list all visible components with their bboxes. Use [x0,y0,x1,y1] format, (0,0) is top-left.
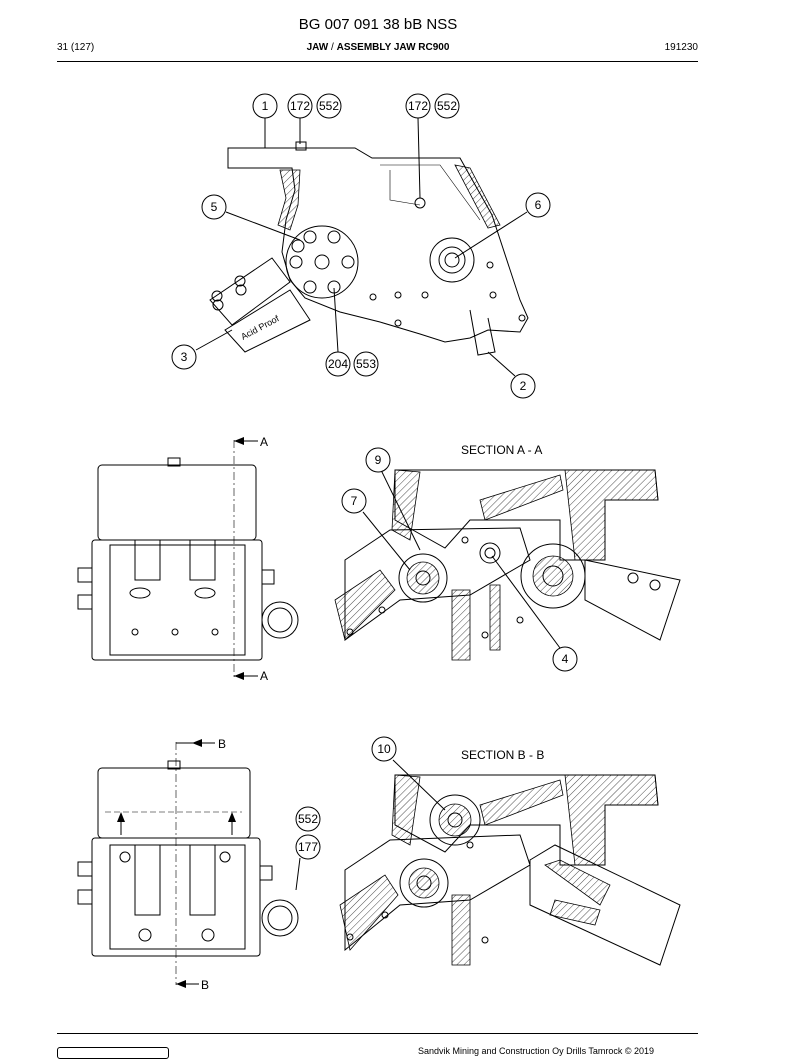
cut-label-a-top: A [260,435,268,449]
page-title: JAW / ASSEMBLY JAW RC900 [0,42,756,53]
svg-text:4: 4 [562,652,569,666]
balloon-4: 4 [552,646,578,672]
svg-text:3: 3 [181,350,188,364]
svg-text:5: 5 [211,200,218,214]
balloon-172-b: 172 [405,93,431,119]
document-number: BG 007 091 38 bB NSS [298,16,458,33]
section-b-title: SECTION B - B [461,748,544,762]
section-a-a: SECTION A - A [334,443,681,661]
svg-text:2: 2 [520,379,527,393]
footer-rule [57,1033,698,1034]
balloon-3: 3 [171,344,197,370]
front-view-a: A A [77,435,299,683]
svg-text:7: 7 [351,494,358,508]
page-title-separator: / [328,42,337,53]
balloon-172: 172 [287,93,313,119]
balloon-10: 10 [371,736,397,762]
section-b-b: SECTION B - B [339,748,681,966]
svg-text:1: 1 [262,99,269,113]
balloon-552-c: 552 [295,806,321,832]
cut-label-b-bottom: B [201,978,209,992]
svg-text:552: 552 [437,99,457,113]
svg-text:553: 553 [356,357,376,371]
balloon-1: 1 [252,93,278,119]
svg-text:6: 6 [535,198,542,212]
balloon-7: 7 [341,488,367,514]
section-a-title: SECTION A - A [461,443,542,457]
svg-text:10: 10 [377,742,391,756]
svg-text:9: 9 [375,453,382,467]
top-view-leaders [195,117,528,377]
footer-copyright: Sandvik Mining and Construction Oy Drill… [418,1046,655,1056]
front-view-b: B B [77,737,301,992]
page-number: 31 (127) [57,42,95,53]
svg-text:552: 552 [298,812,318,826]
svg-text:172: 172 [408,99,428,113]
balloon-6: 6 [525,192,551,218]
balloon-552-b: 552 [434,93,460,119]
date-code: 191230 [664,42,698,53]
balloon-553: 553 [353,351,379,377]
header-rule [57,61,698,62]
page-title-part: JAW [306,42,329,53]
svg-text:177: 177 [298,840,318,854]
section-b-balloons: 10 552 177 [295,736,397,860]
svg-text:552: 552 [319,99,339,113]
sandvik-logo [57,1047,169,1059]
balloon-9: 9 [365,447,391,473]
balloon-2: 2 [510,373,536,399]
svg-text:204: 204 [328,357,348,371]
balloon-5: 5 [201,194,227,220]
page-title-assembly: ASSEMBLY JAW RC900 [336,42,450,53]
section-a-balloons: 9 7 4 [341,447,578,672]
top-view-assembly: Acid Proof [209,141,529,356]
top-view-balloons: 1 172 552 172 552 5 6 3 204 553 2 [171,93,551,399]
cut-label-b-top: B [218,737,226,751]
balloon-552: 552 [316,93,342,119]
balloon-204: 204 [325,351,351,377]
cut-label-a-bottom: A [260,669,268,683]
balloon-177: 177 [295,834,321,860]
svg-text:172: 172 [290,99,310,113]
